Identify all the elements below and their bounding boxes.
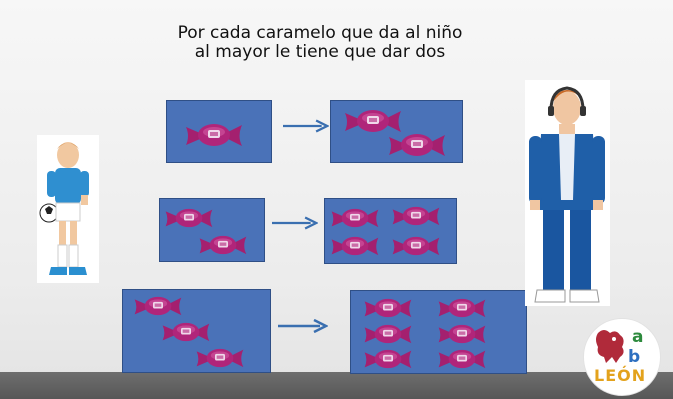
row1-left-box xyxy=(166,100,272,163)
lion-icon xyxy=(596,330,624,363)
floor xyxy=(0,372,673,399)
candy-icon xyxy=(363,347,413,371)
candy-icon xyxy=(183,121,245,149)
logo-letter-a: a xyxy=(632,327,644,347)
teen-headphones-figure xyxy=(525,80,610,306)
row1-right-box xyxy=(330,100,463,163)
right-arrow-icon xyxy=(278,319,328,333)
candy-icon xyxy=(198,233,248,257)
candy-icon xyxy=(391,234,441,258)
candy-icon xyxy=(363,296,413,320)
candy-icon xyxy=(161,320,211,344)
candy-icon xyxy=(330,206,380,230)
logo-letter-b: b xyxy=(628,347,641,367)
row2-right-box xyxy=(324,198,457,264)
title-line-2: al mayor le tiene que dar dos xyxy=(194,42,446,62)
row3-right-box xyxy=(350,290,527,374)
right-arrow-icon xyxy=(283,119,329,133)
candy-icon xyxy=(363,322,413,346)
candy-icon xyxy=(133,294,183,318)
lion-logo: a b LEÓN xyxy=(583,318,661,396)
candy-icon xyxy=(387,131,447,159)
slide-title: Por cada caramelo que da al niño al mayo… xyxy=(120,24,520,62)
title-line-1: Por cada caramelo que da al niño xyxy=(177,23,463,43)
candy-icon xyxy=(391,204,441,228)
row3-left-box xyxy=(122,289,271,373)
candy-icon xyxy=(195,346,245,370)
candy-icon xyxy=(330,234,380,258)
candy-icon xyxy=(437,296,487,320)
boy-soccer-figure xyxy=(37,135,99,283)
candy-icon xyxy=(437,347,487,371)
candy-icon xyxy=(164,206,214,230)
logo-word: LEÓN xyxy=(594,366,647,385)
right-arrow-icon xyxy=(272,216,318,230)
candy-icon xyxy=(437,322,487,346)
row2-left-box xyxy=(159,198,265,262)
